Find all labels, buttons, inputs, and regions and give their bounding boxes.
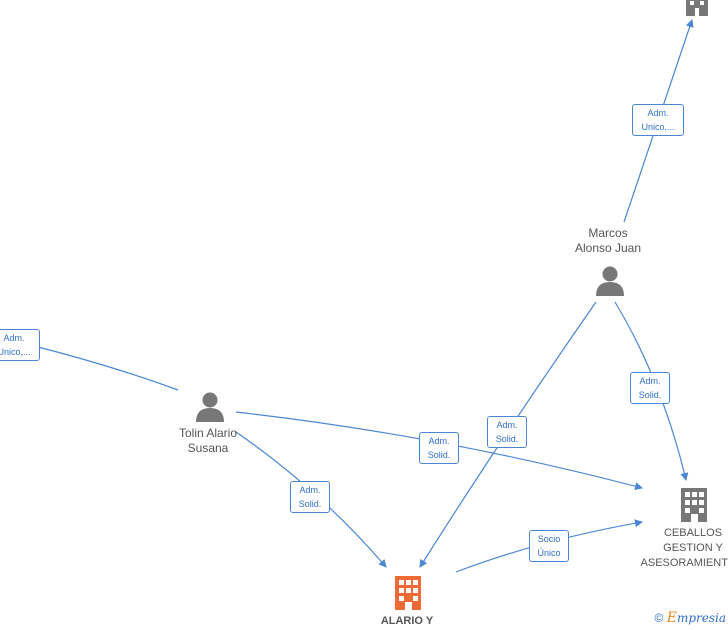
person-name-line: Marcos <box>588 226 628 240</box>
company-name-line: GESTION Y <box>663 542 723 554</box>
person-icon <box>196 392 224 422</box>
person-name-line: Tolin Alario <box>178 426 238 440</box>
person-icon <box>596 266 624 296</box>
edge-label-line: Solid. <box>495 434 519 444</box>
company-name-line: ALARIO Y <box>380 615 434 627</box>
edge-label-marcos-top[interactable]: Adm. Unico,... <box>632 104 684 136</box>
company-name-line: CEBALLOS <box>663 527 723 539</box>
company-label-alario[interactable]: ALARIO Y <box>358 614 456 629</box>
brand-initial: E <box>666 610 677 626</box>
edge-label-tolin-ceballos[interactable]: Adm. Solid. <box>419 432 459 464</box>
building-icon-main <box>395 576 421 610</box>
company-name-line: ASESORAMIENTO... <box>640 557 728 569</box>
edge-label-line: Adm. <box>639 376 661 386</box>
building-icon <box>686 0 708 16</box>
edge-label-line: Adm. <box>3 333 25 343</box>
edge-label-alario-ceballos[interactable]: Socio Único <box>529 530 569 562</box>
edge-label-line: Solid. <box>427 450 451 460</box>
edge-label-line: Adm. <box>496 420 518 430</box>
person-name-line: Alonso Juan <box>574 241 642 255</box>
company-label-ceballos[interactable]: CEBALLOS GESTION Y ASESORAMIENTO... <box>636 526 728 571</box>
edge-label-line: Adm. <box>428 436 450 446</box>
edge-label-tolin-alario[interactable]: Adm. Solid. <box>290 481 330 513</box>
edge-label-marcos-alario[interactable]: Adm. Solid. <box>487 416 527 448</box>
edge-label-line: Adm. <box>647 108 669 118</box>
edge-left-to-tolin <box>29 344 179 391</box>
person-label-tolin[interactable]: Tolin Alario Susana <box>166 426 250 456</box>
person-label-marcos[interactable]: Marcos Alonso Juan <box>566 226 650 256</box>
copyright-symbol: © <box>654 611 664 625</box>
edge-label-marcos-ceballos[interactable]: Adm. Solid. <box>630 372 670 404</box>
person-name-line: Susana <box>187 441 229 455</box>
edge-label-line: Unico,... <box>641 122 675 132</box>
empresia-watermark: © Empresia <box>655 610 726 626</box>
edge-label-line: Adm. <box>299 485 321 495</box>
edge-label-line: Solid. <box>298 499 322 509</box>
building-icon <box>681 488 707 522</box>
edge-label-line: Único <box>537 548 561 558</box>
edge-label-line: Unico,... <box>0 347 31 357</box>
brand-name: mpresia <box>676 611 726 625</box>
edge-label-line: Solid. <box>638 390 662 400</box>
edge-label-left-tolin[interactable]: Adm. Unico,... <box>0 329 40 361</box>
edge-label-line: Socio <box>537 534 561 544</box>
